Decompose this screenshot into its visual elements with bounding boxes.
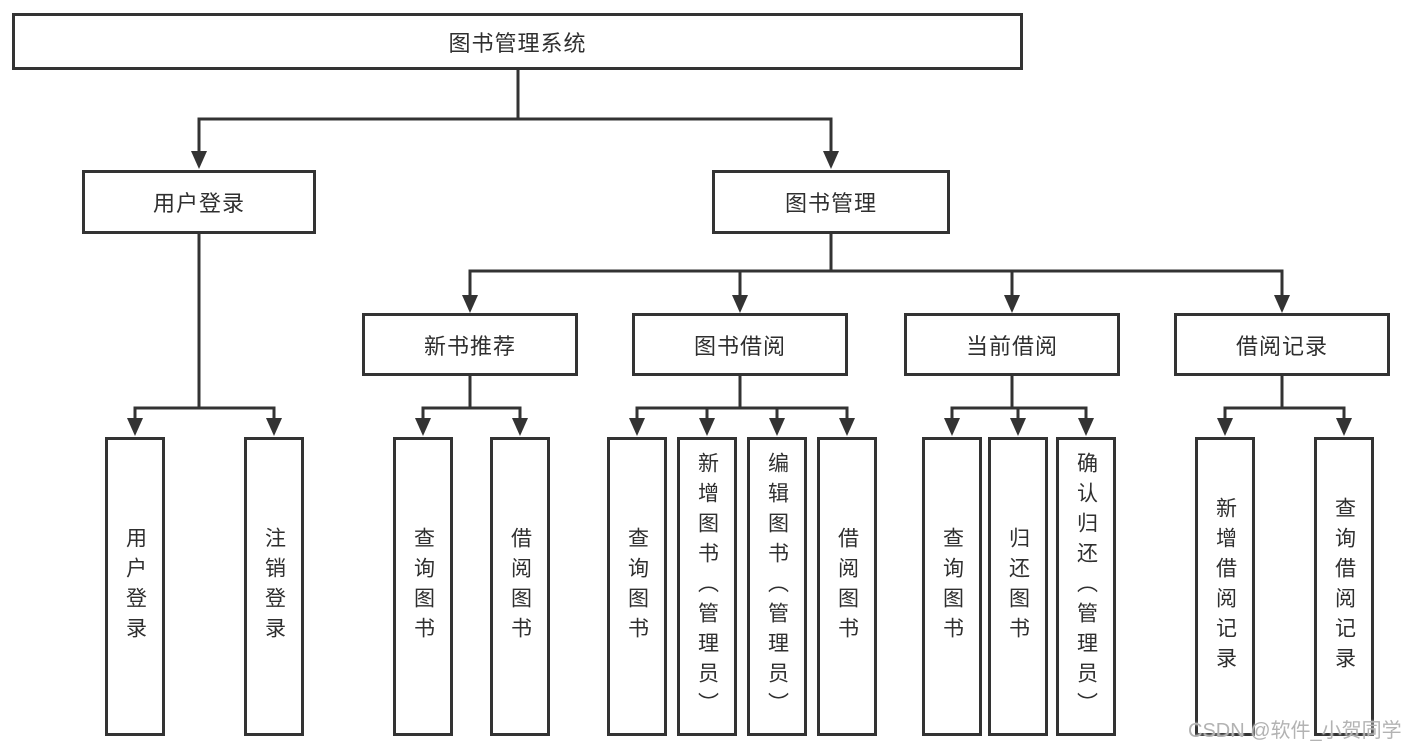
leaf-query-books-borrow-label: 查询图书 <box>625 526 649 647</box>
arrow-down-icon <box>512 418 528 436</box>
leaf-query-books-recommend-label: 查询图书 <box>411 526 435 647</box>
leaf-user-login-label: 用户登录 <box>123 526 147 647</box>
node-new-book-recommend-label: 新书推荐 <box>423 333 516 359</box>
connector-records-branch <box>1223 406 1346 420</box>
leaf-query-borrow-record-label: 查询借阅记录 <box>1332 496 1356 677</box>
arrow-down-icon <box>127 418 143 436</box>
node-root-label: 图书管理系统 <box>448 30 587 56</box>
node-borrowing-records: 借阅记录 <box>1174 313 1390 376</box>
node-book-management-label: 图书管理 <box>784 191 877 216</box>
node-user-login-label: 用户登录 <box>152 191 245 216</box>
node-book-borrowing: 图书借阅 <box>632 313 848 376</box>
connector-level2-branch <box>197 117 833 153</box>
leaf-confirm-return-admin: 确认归还（管理员） <box>1056 437 1116 736</box>
leaf-borrow-books-recommend-label: 借阅图书 <box>508 526 532 647</box>
connector-new-book-branch <box>421 406 522 420</box>
leaf-add-books-admin: 新增图书（管理员） <box>677 437 737 736</box>
arrow-down-icon <box>823 151 839 169</box>
leaf-edit-books-admin-label: 编辑图书（管理员） <box>765 451 789 722</box>
leaf-query-books-current-label: 查询图书 <box>940 526 964 647</box>
leaf-borrow-books: 借阅图书 <box>817 437 877 736</box>
arrow-down-icon <box>1078 418 1094 436</box>
node-root: 图书管理系统 <box>12 13 1023 70</box>
arrow-down-icon <box>732 295 748 313</box>
arrow-down-icon <box>462 295 478 313</box>
leaf-add-books-admin-label: 新增图书（管理员） <box>695 451 719 722</box>
leaf-add-borrow-record: 新增借阅记录 <box>1195 437 1255 736</box>
leaf-query-books-borrow: 查询图书 <box>607 437 667 736</box>
leaf-edit-books-admin: 编辑图书（管理员） <box>747 437 807 736</box>
leaf-confirm-return-admin-label: 确认归还（管理员） <box>1074 451 1098 722</box>
arrow-down-icon <box>629 418 645 436</box>
arrow-down-icon <box>1336 418 1352 436</box>
arrow-down-icon <box>266 418 282 436</box>
arrow-down-icon <box>1004 295 1020 313</box>
node-user-login: 用户登录 <box>82 170 316 234</box>
leaf-borrow-books-recommend: 借阅图书 <box>490 437 550 736</box>
node-current-borrowing: 当前借阅 <box>904 313 1120 376</box>
connector-level3-branch <box>468 269 1284 297</box>
node-book-management: 图书管理 <box>712 170 950 234</box>
leaf-query-borrow-record: 查询借阅记录 <box>1314 437 1374 736</box>
arrow-down-icon <box>769 418 785 436</box>
connector-book-borrow-branch <box>635 406 849 420</box>
leaf-return-books: 归还图书 <box>988 437 1048 736</box>
leaf-logout-label: 注销登录 <box>262 526 286 647</box>
leaf-user-login: 用户登录 <box>105 437 165 736</box>
arrow-down-icon <box>1010 418 1026 436</box>
node-current-borrowing-label: 当前借阅 <box>965 333 1058 359</box>
arrow-down-icon <box>944 418 960 436</box>
arrow-down-icon <box>839 418 855 436</box>
arrow-down-icon <box>1217 418 1233 436</box>
leaf-query-books-current: 查询图书 <box>922 437 982 736</box>
node-borrowing-records-label: 借阅记录 <box>1235 333 1328 359</box>
leaf-borrow-books-label: 借阅图书 <box>835 526 859 647</box>
node-new-book-recommend: 新书推荐 <box>362 313 578 376</box>
leaf-query-books-recommend: 查询图书 <box>393 437 453 736</box>
arrow-down-icon <box>699 418 715 436</box>
watermark: CSDN @软件_小贺同学 <box>1188 720 1402 742</box>
leaf-add-borrow-record-label: 新增借阅记录 <box>1213 496 1237 677</box>
connector-user-login-branch <box>133 406 276 420</box>
arrow-down-icon <box>191 151 207 169</box>
arrow-down-icon <box>415 418 431 436</box>
leaf-return-books-label: 归还图书 <box>1006 526 1030 647</box>
node-book-borrowing-label: 图书借阅 <box>693 333 786 359</box>
arrow-down-icon <box>1274 295 1290 313</box>
leaf-logout: 注销登录 <box>244 437 304 736</box>
